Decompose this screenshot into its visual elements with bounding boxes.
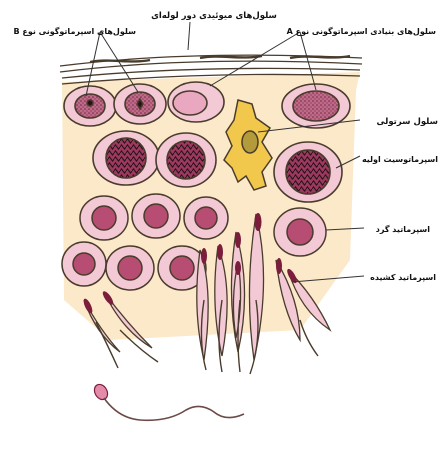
spermatocyte-nucleus: [167, 141, 205, 179]
label-round-spermatid: اسپرماتید گرد: [376, 224, 430, 234]
label-myoid-cells: سلول‌های میوئیدی دور لوله‌ای: [151, 11, 277, 21]
label-spermatogonia-a: سلول‌های بنیادی اسپرماتوگونی نوع A: [287, 26, 437, 36]
label-primary-spermatocyte: اسپرماتوسیت اولیه: [362, 155, 438, 164]
label-elongated-spermatid: اسپرماتید کشیده: [370, 273, 436, 282]
label-sertoli-cell: سلول سرتولی: [377, 117, 438, 127]
label-spermatogonia-b: سلول‌های اسپرماتوگونی نوع B: [13, 26, 136, 36]
spermatocyte-nucleus: [106, 138, 146, 178]
free-spermatozoon: [92, 382, 244, 420]
spermatogonium-a-nucleus: [293, 91, 339, 121]
spermatocyte-nucleus: [286, 150, 330, 194]
sertoli-nucleus: [242, 131, 258, 153]
spermatogonium-a-nucleus: [173, 91, 207, 115]
